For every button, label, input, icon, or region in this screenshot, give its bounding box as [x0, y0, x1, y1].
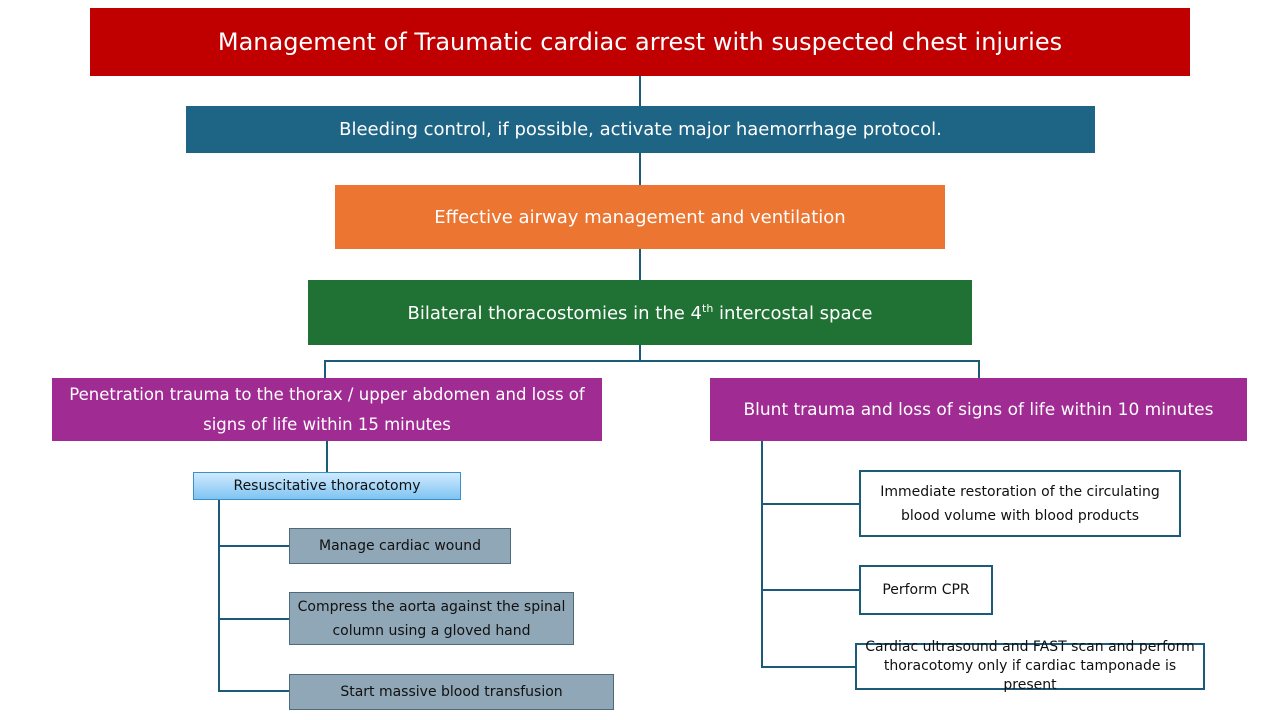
- step-thoracostomies: Bilateral thoracostomies in the 4th inte…: [308, 280, 972, 345]
- connector-step2-step3: [639, 249, 641, 280]
- connector-right-trunk: [761, 441, 763, 668]
- right-item-ultrasound: Cardiac ultrasound and FAST scan and per…: [855, 639, 1205, 693]
- connector-split-horizontal: [324, 360, 980, 362]
- step-thoracostomies-text-end: intercostal space: [713, 302, 873, 324]
- left-item-transfusion: Start massive blood transfusion: [289, 674, 614, 710]
- left-item-compress-aorta: Compress the aorta against the spinal co…: [289, 592, 574, 645]
- right-item-restore-volume: Immediate restoration of the circulating…: [859, 470, 1181, 537]
- branch-penetrating-heading-text: Penetration trauma to the thorax / upper…: [69, 384, 585, 434]
- left-item-2-text: Compress the aorta against the spinal co…: [297, 598, 566, 639]
- connector-left-heading-sub: [326, 441, 328, 472]
- left-item-manage-wound: Manage cardiac wound: [289, 528, 511, 564]
- step-thoracostomies-text-main: Bilateral thoracostomies in the 4: [407, 302, 703, 324]
- branch-blunt-heading-text: Blunt trauma and loss of signs of life w…: [743, 399, 1214, 420]
- connector-split-left: [324, 360, 326, 378]
- connector-step3-split: [639, 345, 641, 361]
- connector-left-item-3: [218, 690, 289, 692]
- connector-right-item-2: [761, 589, 859, 591]
- connector-split-right: [978, 360, 980, 378]
- step-bleeding-control-text: Bleeding control, if possible, activate …: [339, 119, 942, 140]
- right-item-1-text: Immediate restoration of the circulating…: [880, 483, 1160, 524]
- connector-left-item-1: [218, 545, 289, 547]
- connector-step1-step2: [639, 153, 641, 185]
- step-airway-text: Effective airway management and ventilat…: [434, 206, 846, 228]
- connector-left-trunk: [218, 500, 220, 692]
- connector-right-item-3: [761, 666, 856, 668]
- title-text: Management of Traumatic cardiac arrest w…: [217, 28, 1063, 56]
- step-bleeding-control: Bleeding control, if possible, activate …: [186, 106, 1095, 153]
- right-item-cpr: Perform CPR: [859, 565, 993, 615]
- connector-right-item-1: [761, 503, 859, 505]
- resuscitative-thoracotomy-text: Resuscitative thoracotomy: [233, 478, 421, 494]
- right-item-2-text: Perform CPR: [882, 582, 970, 598]
- connector-title-step1: [639, 76, 641, 106]
- branch-blunt-heading: Blunt trauma and loss of signs of life w…: [710, 378, 1247, 441]
- right-item-3-text: Cardiac ultrasound and FAST scan and per…: [865, 639, 1195, 693]
- superscript-th: th: [702, 301, 714, 315]
- left-item-1-text: Manage cardiac wound: [319, 538, 481, 554]
- resuscitative-thoracotomy-box: Resuscitative thoracotomy: [193, 472, 461, 500]
- step-thoracostomies-text: Bilateral thoracostomies in the 4th inte…: [408, 302, 873, 324]
- title-box: Management of Traumatic cardiac arrest w…: [90, 8, 1190, 76]
- left-item-3-text: Start massive blood transfusion: [340, 684, 563, 700]
- branch-penetrating-heading: Penetration trauma to the thorax / upper…: [52, 378, 602, 441]
- connector-left-item-2: [218, 618, 289, 620]
- step-airway: Effective airway management and ventilat…: [335, 185, 945, 249]
